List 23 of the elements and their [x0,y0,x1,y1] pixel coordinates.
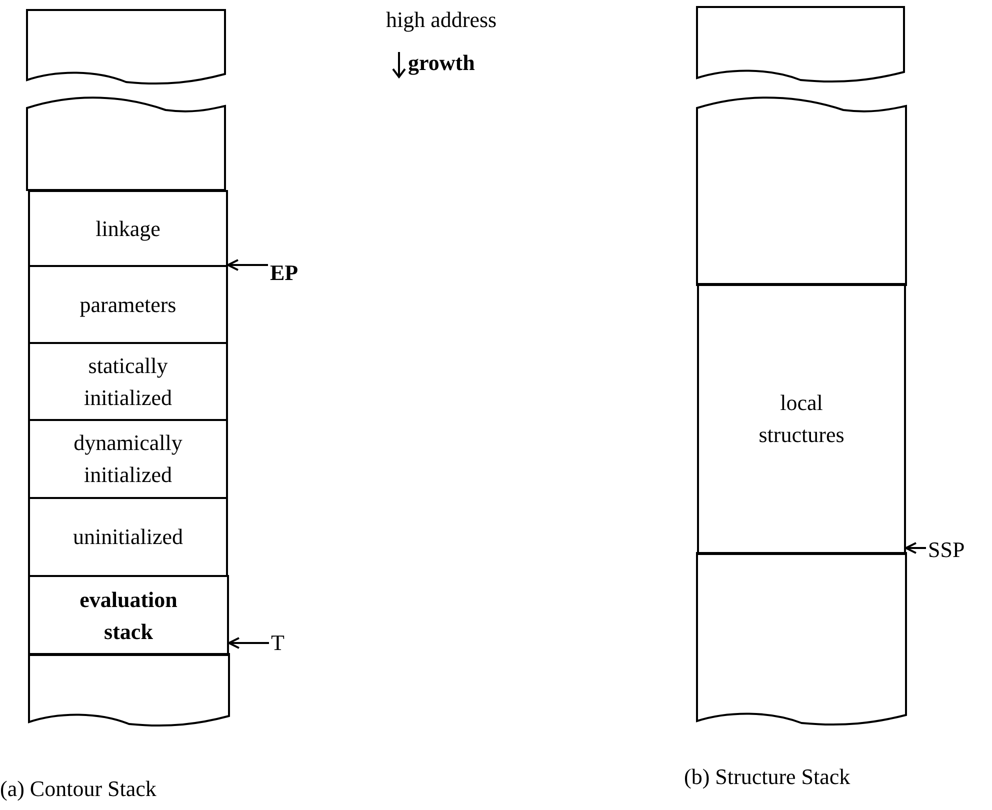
stack-segment [27,10,225,82]
pointer-arrow [228,637,269,649]
pointer-arrow [227,259,268,271]
figure-caption: (b) Structure Stack [684,764,850,790]
stack-segment [697,98,906,285]
stack-segment: evaluation stack [28,575,229,656]
annotation-text: growth [408,50,475,76]
stack-segment: uninitialized [28,497,228,577]
stack-segment [697,553,906,723]
pointer-arrow [905,542,926,554]
figure-caption: (a) Contour Stack [0,776,156,802]
stack-segment: dynamically initialized [28,419,228,499]
pointer-label: EP [270,258,310,288]
stack-segment: local structures [697,283,906,555]
stack-segment [29,654,229,724]
stack-segment: linkage [28,190,228,267]
stack-segment [697,7,904,80]
annotation-text: high address [386,7,497,33]
pointer-label: T [271,628,297,658]
stack-segment [27,98,225,190]
stack-segment: statically initialized [28,342,228,421]
stack-segment: parameters [28,265,228,344]
pointer-label: SSP [928,535,984,565]
